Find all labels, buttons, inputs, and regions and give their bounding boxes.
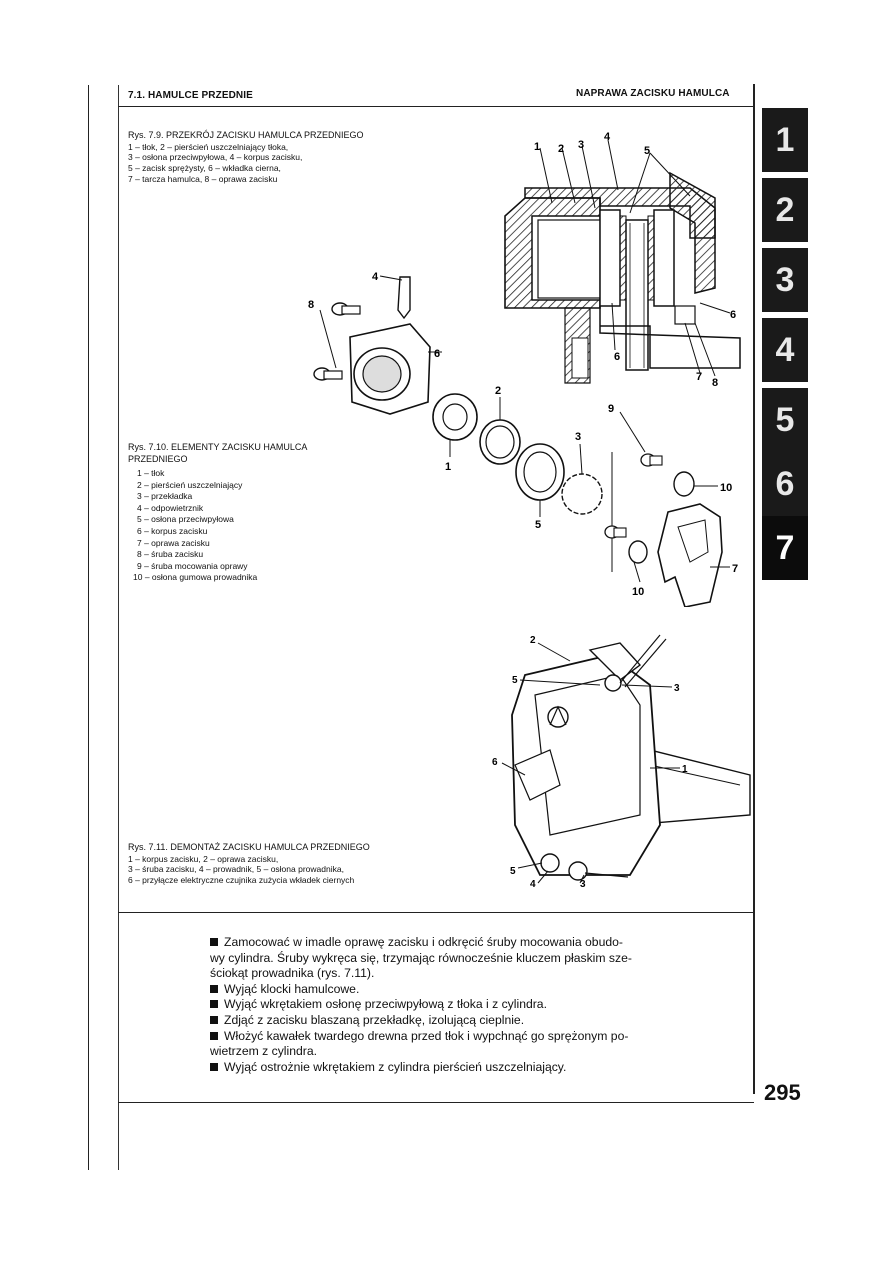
fig-7-10-item: 5 – osłona przeciwpyłowa bbox=[137, 514, 234, 525]
fig-7-9-label: 6 bbox=[730, 309, 736, 321]
fig-7-9-line: 5 – zacisk sprężysty, 6 – wkładka cierna… bbox=[128, 163, 281, 174]
fig-7-11-label: 5 bbox=[510, 866, 516, 877]
fig-7-9-cross-section-drawing: 1 2 3 4 5 6 6 7 8 bbox=[504, 131, 741, 389]
fig-7-10-item: 4 – odpowietrznik bbox=[137, 502, 204, 513]
fig-7-11-label: 6 bbox=[492, 757, 498, 768]
fig-7-11-label: 1 bbox=[682, 764, 688, 775]
instruction-line: Zamocować w imadle oprawę zacisku i odkr… bbox=[210, 935, 710, 951]
fig-7-10-label: 2 bbox=[495, 385, 501, 397]
fig-7-9-label: 1 bbox=[534, 141, 540, 153]
fig-7-10-legend: 1 – tłok 2 – pierścień uszczelniający 3 … bbox=[133, 468, 257, 584]
caption-separator-rule bbox=[118, 912, 754, 913]
fig-7-11-legend: 1 – korpus zacisku, 2 – oprawa zacisku, … bbox=[128, 854, 458, 886]
chapter-tab-2: 2 bbox=[762, 178, 808, 242]
fig-7-10-label: 5 bbox=[535, 519, 541, 531]
fig-7-10-item: 1 – tłok bbox=[137, 468, 165, 478]
fig-7-10-label: 6 bbox=[434, 348, 440, 360]
fig-7-9-label: 6 bbox=[614, 351, 620, 363]
page-number: 295 bbox=[764, 1080, 801, 1105]
instructions-text: Zamocować w imadle oprawę zacisku i odkr… bbox=[210, 935, 710, 1075]
fig-7-11-label: 2 bbox=[530, 635, 536, 646]
fig-7-10-exploded-drawing: 4 8 6 1 2 5 3 9 10 10 7 bbox=[308, 271, 738, 607]
instruction-line: wietrzem z cylindra. bbox=[210, 1044, 318, 1059]
instruction-line: ściokąt prowadnika (rys. 7.11). bbox=[210, 966, 375, 981]
fig-7-11-label: 3 bbox=[580, 879, 586, 890]
fig-7-9-label: 7 bbox=[696, 371, 702, 383]
chapter-tab-5: 5 bbox=[762, 388, 808, 452]
header-left: 7.1. HAMULCE PRZEDNIE bbox=[128, 90, 253, 101]
fig-7-11-label: 5 bbox=[512, 675, 518, 686]
fig-7-10-label: 1 bbox=[445, 461, 451, 473]
fig-7-11-line: 1 – korpus zacisku, 2 – oprawa zacisku, bbox=[128, 853, 279, 864]
right-rule bbox=[753, 84, 755, 1094]
fig-7-10-item: 3 – przekładka bbox=[137, 491, 193, 502]
fig-7-10-item: 7 – oprawa zacisku bbox=[137, 537, 210, 548]
fig-7-9-line: 1 – tłok, 2 – pierścień uszczelniający t… bbox=[128, 141, 289, 152]
chapter-tab-7-current: 7 bbox=[762, 516, 808, 580]
fig-7-9-title: Rys. 7.9. PRZEKRÓJ ZACISKU HAMULCA PRZED… bbox=[128, 130, 364, 140]
fig-7-9-line: 7 – tarcza hamulca, 8 – oprawa zacisku bbox=[128, 173, 278, 184]
chapter-tab-3: 3 bbox=[762, 248, 808, 312]
fig-7-9-line: 3 – osłona przeciwpyłowa, 4 – korpus zac… bbox=[128, 152, 303, 163]
fig-7-10-item: 6 – korpus zacisku bbox=[137, 525, 208, 536]
bullet-square-icon bbox=[210, 1015, 218, 1024]
left-margin-rule bbox=[88, 85, 89, 1170]
fig-7-9-label: 5 bbox=[644, 145, 650, 157]
instruction-line: wy cylindra. Śruby wykręca się, trzymają… bbox=[210, 950, 632, 965]
fig-7-9-legend: 1 – tłok, 2 – pierścień uszczelniający t… bbox=[128, 142, 428, 185]
fig-7-11-line: 3 – śruba zacisku, 4 – prowadnik, 5 – os… bbox=[128, 864, 344, 874]
fig-7-9-caption: Rys. 7.9. PRZEKRÓJ ZACISKU HAMULCA PRZED… bbox=[128, 130, 428, 185]
fig-7-10-caption: Rys. 7.10. ELEMENTY ZACISKU HAMULCA PRZE… bbox=[128, 442, 368, 465]
fig-7-10-label: 4 bbox=[372, 271, 379, 283]
fig-7-11-removal-drawing: 2 5 3 6 1 5 4 3 bbox=[492, 634, 751, 890]
chapter-tab-4: 4 bbox=[762, 318, 808, 382]
fig-7-10-label: 7 bbox=[732, 563, 738, 575]
instruction-line: Wyjąć ostrożnie wkrętakiem z cylindra pi… bbox=[210, 1060, 710, 1076]
header-rule bbox=[118, 106, 754, 107]
bullet-square-icon bbox=[210, 984, 218, 993]
fig-7-9-label: 3 bbox=[578, 139, 584, 151]
fig-7-10-item: 8 – śruba zacisku bbox=[137, 549, 204, 560]
fig-7-10-title: Rys. 7.10. ELEMENTY ZACISKU HAMULCA bbox=[128, 442, 308, 452]
fig-7-10-title-cont: PRZEDNIEGO bbox=[128, 453, 188, 464]
fig-7-10-label: 9 bbox=[608, 403, 614, 415]
bullet-square-icon bbox=[210, 938, 218, 946]
fig-7-10-item: 9 – śruba mocowania oprawy bbox=[137, 560, 248, 571]
fig-7-11-line: 6 – przyłącze elektryczne czujnika zużyc… bbox=[128, 874, 355, 885]
content-left-rule bbox=[118, 85, 119, 1170]
fig-7-10-label: 10 bbox=[720, 482, 732, 494]
chapter-tab-6: 6 bbox=[762, 452, 808, 516]
bullet-square-icon bbox=[210, 1000, 218, 1009]
bullet-square-icon bbox=[210, 1062, 218, 1071]
fig-7-9-label: 4 bbox=[604, 131, 611, 143]
fig-7-10-item: 2 – pierścień uszczelniający bbox=[137, 479, 243, 490]
bullet-square-icon bbox=[210, 1031, 218, 1040]
fig-7-9-label: 2 bbox=[558, 143, 564, 155]
fig-7-11-label: 3 bbox=[674, 683, 680, 694]
fig-7-10-label: 10 bbox=[632, 586, 644, 598]
fig-7-10-label: 8 bbox=[308, 299, 314, 311]
header-right: NAPRAWA ZACISKU HAMULCA bbox=[576, 88, 730, 99]
fig-7-10-item: 10 – osłona gumowa prowadnika bbox=[133, 572, 258, 583]
fig-7-11-title: Rys. 7.11. DEMONTAŻ ZACISKU HAMULCA PRZE… bbox=[128, 842, 370, 852]
fig-7-11-caption: Rys. 7.11. DEMONTAŻ ZACISKU HAMULCA PRZE… bbox=[128, 842, 458, 885]
instruction-line: Wyjąć wkrętakiem osłonę przeciwpyłową z … bbox=[210, 997, 710, 1013]
fig-7-10-label: 3 bbox=[575, 431, 581, 443]
fig-7-9-label: 8 bbox=[712, 377, 718, 389]
instruction-line: Zdjąć z zacisku blaszaną przekładkę, izo… bbox=[210, 1013, 710, 1029]
fig-7-11-label: 4 bbox=[530, 879, 536, 890]
footer-rule bbox=[118, 1102, 754, 1103]
instruction-line: Włożyć kawałek twardego drewna przed tło… bbox=[210, 1029, 710, 1045]
instruction-line: Wyjąć klocki hamulcowe. bbox=[210, 982, 710, 998]
chapter-tab-1: 1 bbox=[762, 108, 808, 172]
